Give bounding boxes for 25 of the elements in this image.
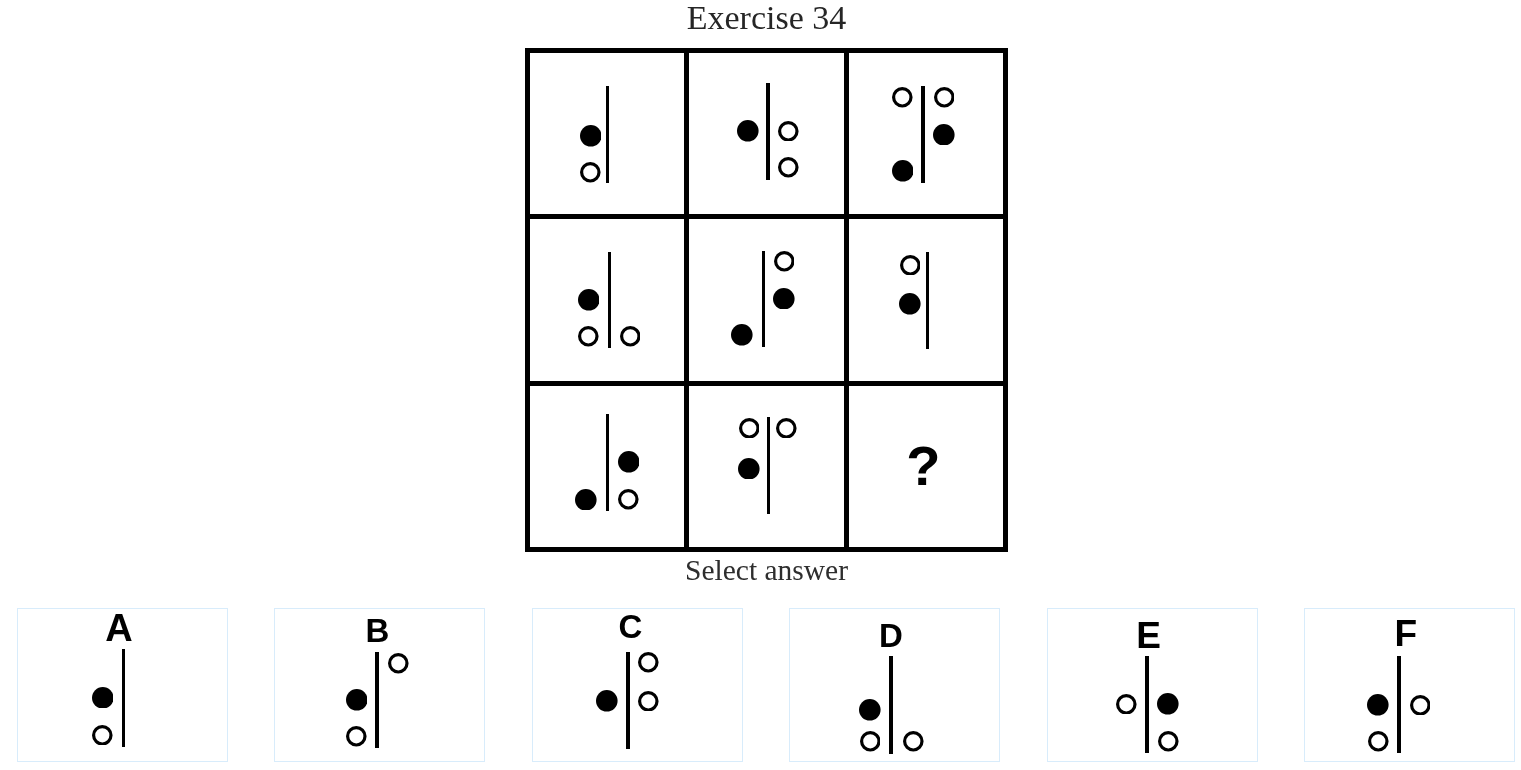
option-letter: D — [879, 618, 903, 652]
answer-card — [17, 608, 228, 762]
puzzle-grid — [525, 48, 1008, 552]
instruction-text: Select answer — [685, 556, 848, 586]
answer-card — [789, 608, 1001, 762]
puzzle-cell — [530, 53, 685, 215]
question-mark: ? — [906, 438, 941, 495]
answer-card — [1047, 608, 1259, 762]
exercise-title: Exercise 34 — [686, 1, 847, 35]
answer-card — [532, 608, 744, 762]
puzzle-cell — [689, 385, 844, 547]
puzzle-cell — [689, 219, 844, 381]
puzzle-cell — [848, 53, 1003, 215]
option-letter: B — [365, 613, 390, 647]
answer-card — [274, 608, 486, 762]
puzzle-cell — [848, 219, 1003, 381]
puzzle-cell — [530, 219, 685, 381]
puzzle-cell — [689, 53, 844, 215]
answer-card — [1304, 608, 1516, 762]
option-letter: C — [618, 610, 643, 644]
option-letter: F — [1394, 615, 1418, 653]
option-letter: E — [1136, 617, 1162, 654]
option-letter: A — [105, 609, 133, 647]
puzzle-cell — [530, 385, 685, 547]
puzzle-cell — [848, 385, 1003, 547]
